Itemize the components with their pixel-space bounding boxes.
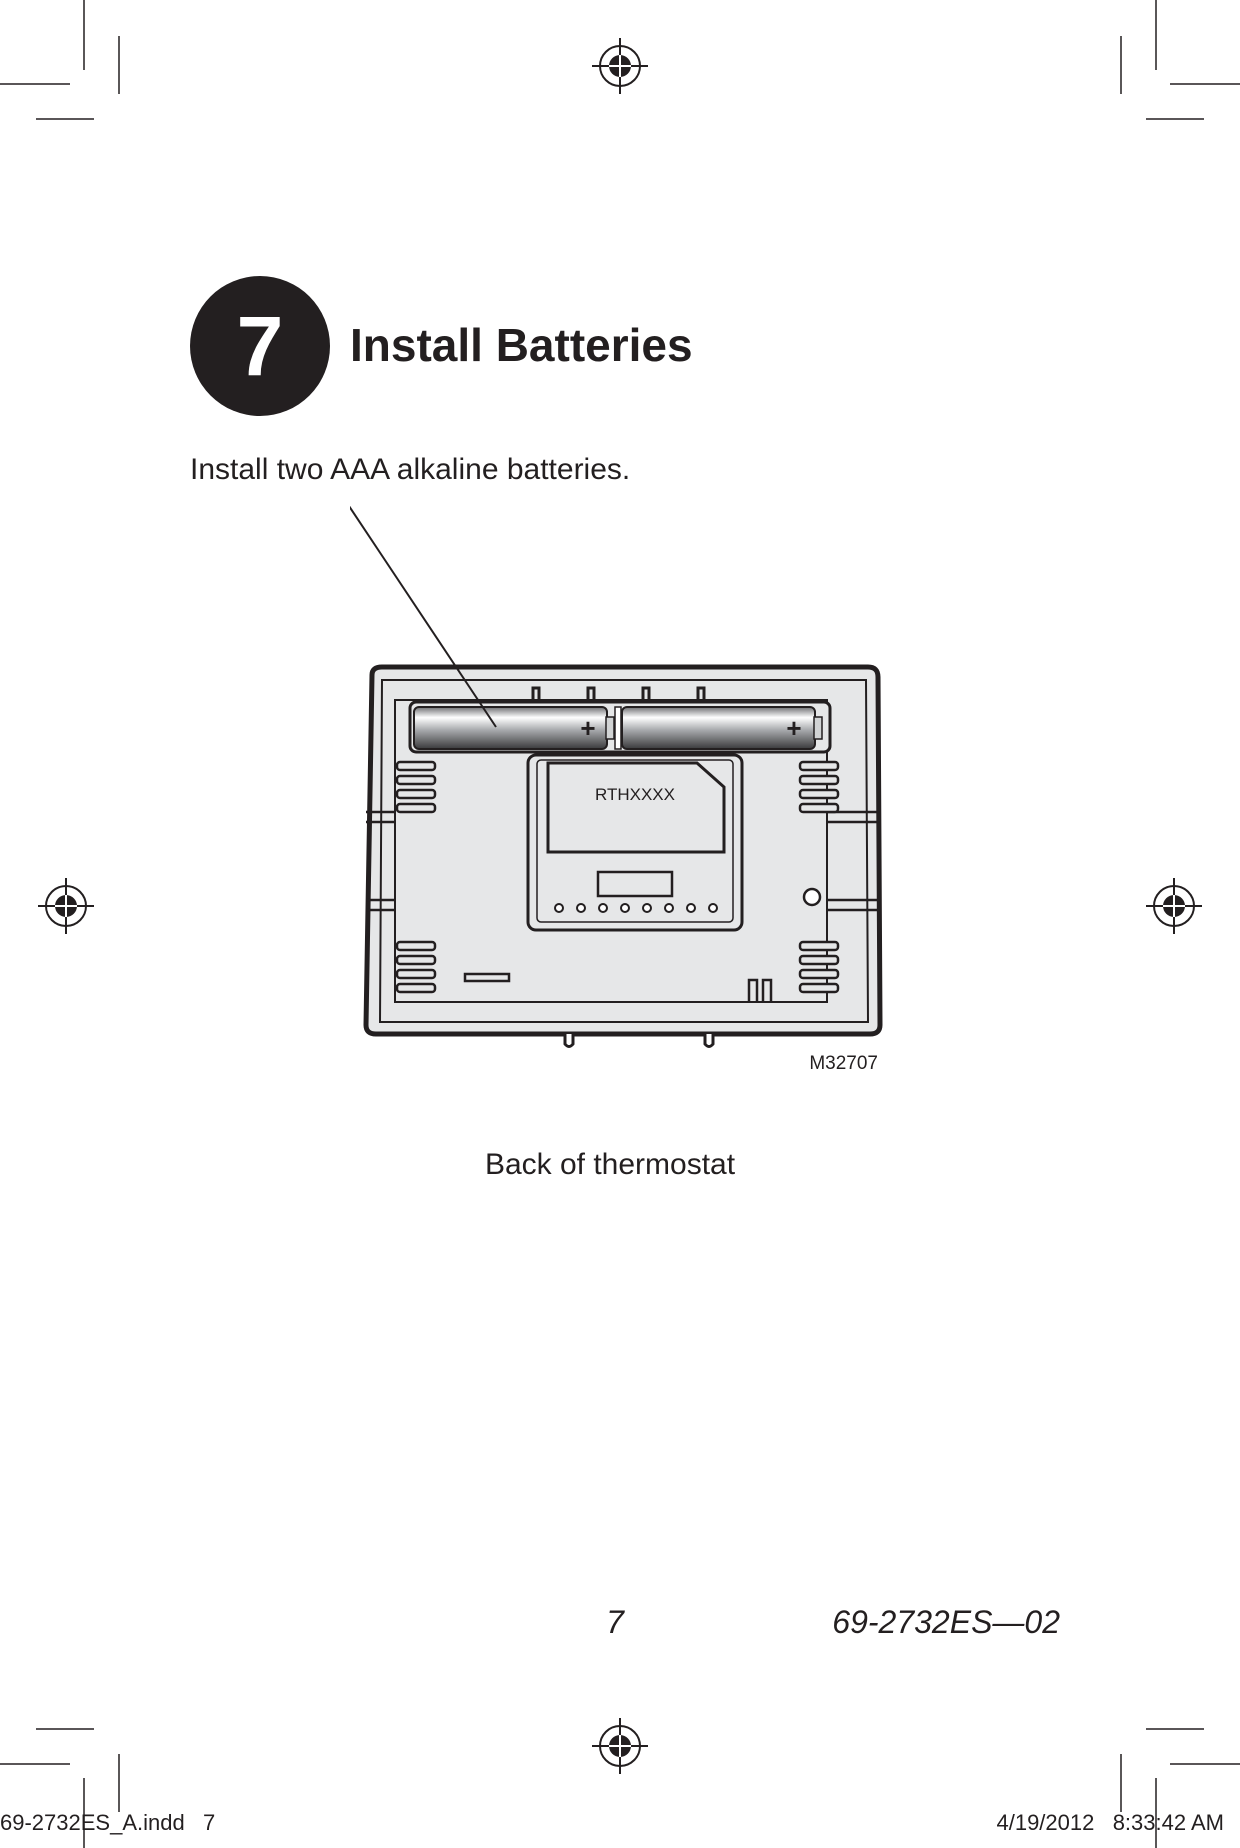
registration-mark-icon xyxy=(38,38,1202,1774)
figure-caption: Back of thermostat xyxy=(484,1148,736,1181)
print-slug-timestamp: 4/19/2012 8:33:42 AM xyxy=(996,1810,1224,1835)
top-tabs xyxy=(531,686,706,700)
vent-grilles xyxy=(395,760,840,994)
reset-hole xyxy=(802,887,822,907)
print-slug-file: 69-2732ES_A.indd 7 xyxy=(0,1810,216,1835)
model-label-plate xyxy=(546,761,726,854)
instruction-text: Install two AAA alkaline batteries. xyxy=(190,453,631,486)
thermostat-back-illustration: + + RTHXXXX M32707 xyxy=(350,505,883,1074)
step-title: Install Batteries xyxy=(350,319,693,371)
battery-plus-label: + xyxy=(786,713,801,743)
battery-right: + xyxy=(621,706,823,750)
callout-leader-line xyxy=(350,505,497,728)
battery-left: + xyxy=(413,706,615,750)
document-number: 69-2732ES—02 xyxy=(832,1604,1060,1640)
wire-terminals xyxy=(554,903,718,913)
step-number-badge: 7 xyxy=(190,276,330,416)
figure-id: M32707 xyxy=(809,1053,878,1074)
page-number: 7 xyxy=(606,1604,624,1640)
step-number: 7 xyxy=(236,299,284,393)
model-label: RTHXXXX xyxy=(595,785,675,804)
battery-plus-label: + xyxy=(580,713,595,743)
